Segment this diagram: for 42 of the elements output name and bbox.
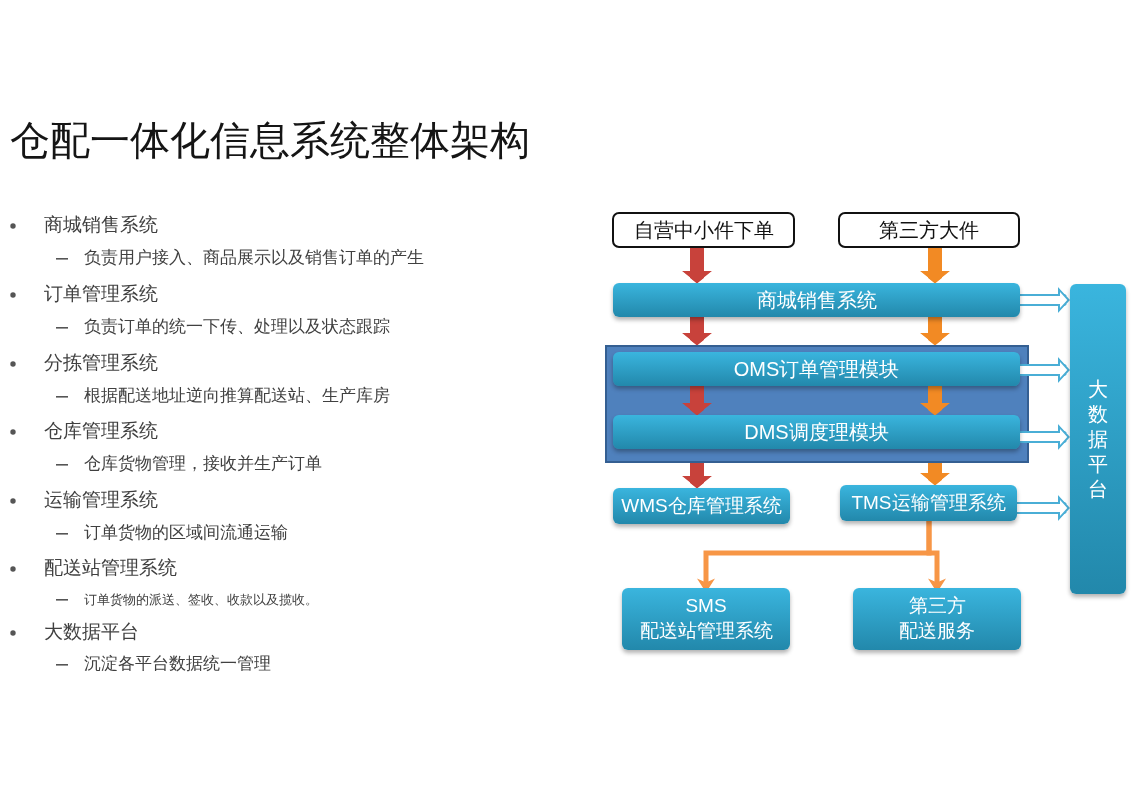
list-item: 订单管理系统 [44, 283, 158, 306]
process-box [853, 588, 1021, 650]
hollow-arrow [1020, 287, 1070, 313]
label-text: 配送服务 [899, 619, 975, 643]
list-item: 运输管理系统 [44, 489, 158, 512]
sub-list-item: 仓库货物管理，接收并生产订单 [84, 454, 322, 475]
block-arrow [920, 386, 950, 415]
start-box: 第三方大件 [838, 212, 1020, 248]
process-box: TMS运输管理系统 [840, 485, 1017, 521]
process-box: 大数据平台 [1070, 284, 1126, 594]
sub-list-item: 订单货物的区域间流通运输 [84, 523, 288, 544]
label-text: 配送站管理系统 [639, 619, 773, 643]
process-box: OMS订单管理模块 [613, 352, 1020, 386]
process-box: 商城销售系统 [613, 283, 1020, 317]
start-box: 自营中小件下单 [612, 212, 795, 248]
process-box: WMS仓库管理系统 [613, 488, 790, 524]
block-arrow [920, 317, 950, 345]
list-item: 商城销售系统 [44, 214, 158, 237]
heading-text: 第三方 [908, 594, 966, 619]
block-arrow [920, 248, 950, 283]
group-box [605, 345, 1029, 463]
block-arrow [920, 463, 950, 485]
hollow-arrow [1017, 495, 1070, 521]
sub-list-item: 沉淀各平台数据统一管理 [84, 654, 271, 675]
block-arrow [682, 248, 712, 283]
list-item: 分拣管理系统 [44, 352, 158, 375]
sub-list-item: 订单货物的派送、签收、收款以及揽收。 [84, 591, 318, 608]
block-arrow [682, 386, 712, 415]
sub-list-item: 负责订单的统一下传、处理以及状态跟踪 [84, 317, 390, 338]
elbow-arrow [926, 521, 946, 588]
sub-list-item: 根据配送地址逆向推算配送站、生产库房 [84, 386, 390, 407]
process-box: DMS调度理模块 [613, 415, 1020, 449]
process-box [622, 588, 790, 650]
block-arrow [682, 463, 712, 488]
heading-text: SMS [685, 594, 727, 619]
list-item: 大数据平台 [44, 621, 139, 644]
hollow-arrow [1020, 424, 1070, 450]
list-item: 仓库管理系统 [44, 420, 158, 443]
block-arrow [682, 317, 712, 345]
list-item: 配送站管理系统 [44, 557, 177, 580]
sub-list-item: 负责用户接入、商品展示以及销售订单的产生 [84, 248, 424, 269]
title: 仓配一体化信息系统整体架构 [10, 117, 530, 164]
